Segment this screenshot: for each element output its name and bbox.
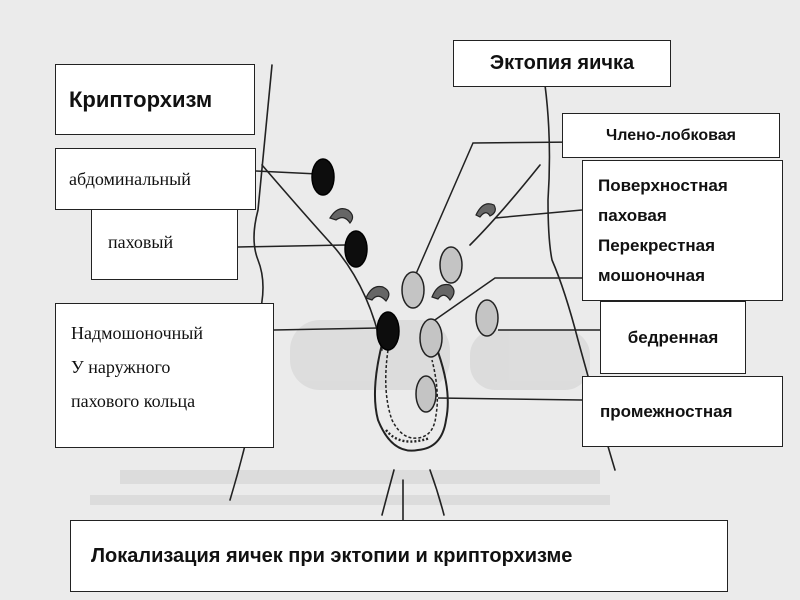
- cryptorchidism-title: Крипторхизм: [69, 86, 213, 112]
- line-penopubic: [411, 141, 581, 284]
- left-ring-hook: [329, 208, 354, 224]
- line-inguinal: [237, 244, 346, 248]
- crossed-line-1: Перекрестная: [598, 236, 716, 255]
- cryptorchidism-title-box: Крипторхизм: [55, 64, 255, 135]
- line-suprascrotal: [273, 327, 379, 331]
- caption-box: Локализация яичек при эктопии и крипторх…: [70, 520, 728, 592]
- right-lower-ring-hook: [431, 283, 455, 301]
- abdominal-box: абдоминальный: [55, 148, 256, 210]
- testis-penopubic-dot: [401, 271, 425, 309]
- ectopic-testes: [401, 246, 499, 413]
- retained-testes: [311, 158, 400, 351]
- inguinal-label: паховый: [108, 232, 174, 252]
- testis-femoral-dot: [475, 299, 499, 337]
- ectopia-title-box: Эктопия яичка: [453, 40, 671, 87]
- suprascrotal-line-1: Надмошоночный: [71, 323, 203, 343]
- penopubic-box: Члено-лобковая: [562, 113, 780, 158]
- body-outline: [229, 64, 616, 521]
- suprascrotal-line-2: У наружного: [71, 357, 171, 377]
- perineal-label: промежностная: [600, 401, 733, 421]
- penopubic-label: Члено-лобковая: [606, 126, 736, 144]
- background-faint-text: [90, 320, 610, 505]
- suprascrotal-line-3: пахового кольца: [71, 391, 196, 411]
- superficial-line-1: Поверхностная: [598, 176, 728, 195]
- testis-abdominal-dot: [311, 158, 335, 196]
- caption-text: Локализация яичек при эктопии и крипторх…: [91, 544, 573, 567]
- testis-perineal-dot: [415, 375, 437, 413]
- line-superficial-inguinal: [494, 209, 583, 219]
- testis-crossed-dot: [419, 318, 443, 358]
- superficial-crossed-box: Поверхностная паховая Перекрестная мошон…: [582, 160, 783, 301]
- femoral-label: бедренная: [627, 327, 719, 347]
- line-perineal: [437, 397, 583, 401]
- suprascrotal-box: Надмошоночный У наружного пахового кольц…: [55, 303, 274, 448]
- line-abdominal: [255, 170, 319, 175]
- femoral-box: бедренная: [600, 301, 746, 374]
- inguinal-box: паховый: [91, 209, 238, 280]
- ectopia-title: Эктопия яичка: [489, 52, 635, 74]
- crossed-line-2: мошоночная: [598, 266, 706, 285]
- right-ring-hook: [475, 203, 496, 218]
- scrotum: [373, 339, 449, 452]
- perineal-box: промежностная: [582, 376, 783, 447]
- line-crossed-scrotal: [431, 277, 582, 323]
- left-lower-ring-hook: [365, 285, 390, 302]
- superficial-line-2: паховая: [598, 206, 667, 225]
- inguinal-ring-markers: [329, 203, 496, 302]
- testis-superficial-dot: [439, 246, 463, 284]
- abdominal-label: абдоминальный: [69, 168, 191, 189]
- testis-inguinal-dot: [344, 230, 368, 268]
- testis-suprascrotal-dot: [376, 311, 400, 351]
- leader-lines: [237, 141, 600, 401]
